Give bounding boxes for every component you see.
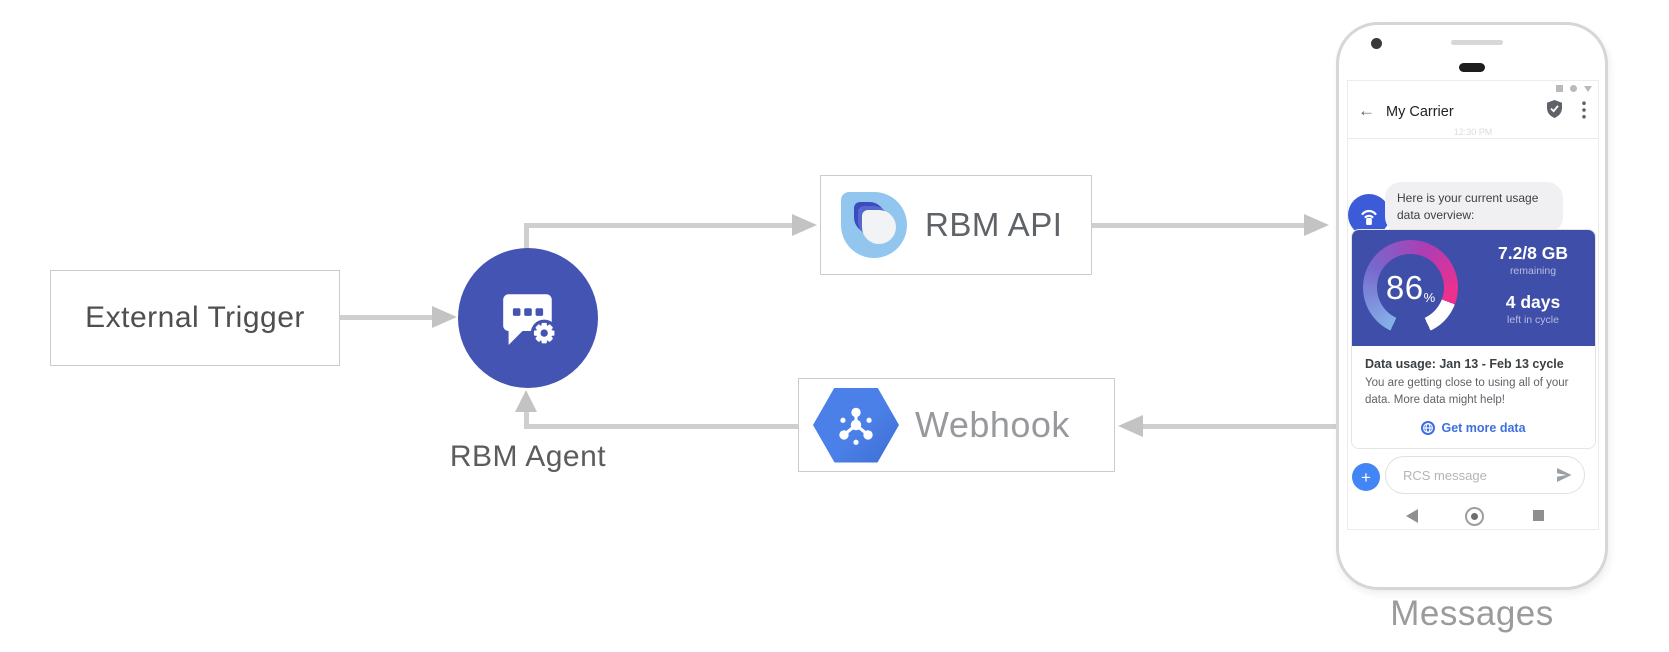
message-timestamp: 12:30 PM xyxy=(1453,127,1493,137)
webhook-label: Webhook xyxy=(915,404,1070,445)
chat-bubble-gear-icon xyxy=(503,294,558,347)
get-more-data-button[interactable]: Get more data xyxy=(1365,420,1582,435)
usage-rich-card: 86 % 7.2/8 GB remaining 4 days left in c… xyxy=(1351,229,1596,449)
usage-gauge: 86 % xyxy=(1363,240,1458,335)
nav-back-icon[interactable] xyxy=(1406,509,1418,523)
nav-home-icon[interactable] xyxy=(1465,507,1484,526)
gauge-percent-value: 86 xyxy=(1385,268,1424,306)
arrowhead-trigger-to-agent xyxy=(432,306,457,328)
connector-agent-to-api xyxy=(524,223,792,228)
conversation-title: My Carrier xyxy=(1386,104,1454,120)
status-square-icon xyxy=(1556,85,1563,92)
speaker-grille xyxy=(1451,40,1503,45)
message-input-pill[interactable] xyxy=(1385,456,1585,494)
arrowhead-phone-to-webhook xyxy=(1118,415,1143,437)
pubsub-hexagon-icon xyxy=(813,387,899,463)
arrowhead-api-to-phone xyxy=(1304,214,1329,236)
agent-message-bubble: Here is your current usage data overview… xyxy=(1385,182,1563,233)
overflow-menu-icon[interactable] xyxy=(1582,101,1586,124)
broadcast-wifi-icon xyxy=(1361,209,1377,225)
usage-card-body: You are getting close to using all of yo… xyxy=(1365,377,1569,407)
external-trigger-box: External Trigger xyxy=(50,270,340,366)
android-nav-bar xyxy=(1348,505,1598,529)
back-arrow-icon[interactable]: ← xyxy=(1358,101,1375,120)
rcs-message-input[interactable] xyxy=(1401,462,1545,489)
cycle-days-label: left in cycle xyxy=(1507,314,1559,326)
status-triangle-icon xyxy=(1584,85,1592,92)
connector-api-to-phone xyxy=(1092,223,1304,228)
external-trigger-label: External Trigger xyxy=(85,301,305,334)
front-camera-icon xyxy=(1371,38,1382,49)
usage-card-details: Data usage: Jan 13 - Feb 13 cycle You ar… xyxy=(1352,346,1595,448)
rbm-agent-node xyxy=(458,248,598,388)
conversation-header: ← My Carrier xyxy=(1348,95,1598,131)
nav-recents-icon[interactable] xyxy=(1533,510,1544,521)
webhook-box: Webhook xyxy=(798,378,1115,472)
phone-mockup: ← My Carrier 12:30 PM xyxy=(1336,22,1608,590)
globe-icon xyxy=(1421,420,1436,435)
send-icon[interactable] xyxy=(1555,466,1573,489)
cycle-days-value: 4 days xyxy=(1505,292,1561,312)
remaining-label: remaining xyxy=(1509,265,1557,277)
connector-phone-to-webhook xyxy=(1143,424,1336,429)
rbm-api-box: RBM API xyxy=(820,175,1092,275)
rbm-agent-label: RBM Agent xyxy=(449,440,607,473)
rbm-api-label: RBM API xyxy=(925,206,1063,243)
rbm-api-logo-icon xyxy=(841,192,907,258)
status-bar xyxy=(1556,85,1592,92)
verified-shield-icon xyxy=(1547,100,1562,123)
gauge-percent-symbol: % xyxy=(1423,290,1436,305)
arrowhead-agent-to-api xyxy=(792,214,817,236)
phone-screen: ← My Carrier 12:30 PM xyxy=(1347,80,1599,530)
arrowhead-webhook-to-agent xyxy=(515,390,537,412)
header-divider xyxy=(1348,138,1598,139)
usage-card-title: Data usage: Jan 13 - Feb 13 cycle xyxy=(1365,357,1564,371)
connector-webhook-to-agent xyxy=(524,424,798,429)
remaining-value: 7.2/8 GB xyxy=(1497,243,1569,263)
usage-stats: 7.2/8 GB remaining 4 days left in cycle xyxy=(1477,243,1589,326)
connector-agent-bottom xyxy=(524,410,529,429)
earpiece-speaker xyxy=(1459,63,1485,72)
attach-plus-button[interactable]: + xyxy=(1352,463,1380,491)
usage-card-hero: 86 % 7.2/8 GB remaining 4 days left in c… xyxy=(1352,230,1595,346)
messages-caption: Messages xyxy=(1390,594,1554,633)
get-more-data-label: Get more data xyxy=(1441,420,1526,435)
connector-agent-up xyxy=(524,223,529,251)
status-circle-icon xyxy=(1570,85,1577,92)
connector-trigger-to-agent xyxy=(340,315,432,320)
